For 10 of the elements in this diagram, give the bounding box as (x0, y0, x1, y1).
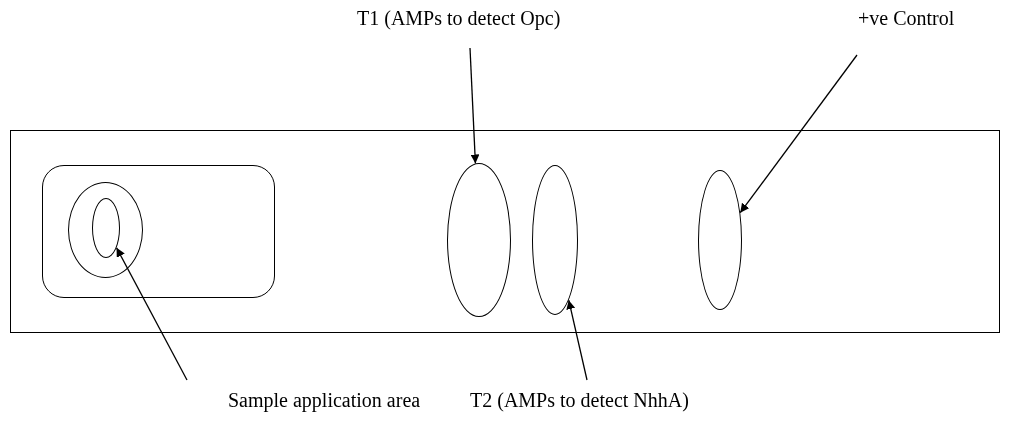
leader-arrow (115, 247, 188, 381)
sample-pad (42, 165, 275, 298)
test-strip (10, 130, 1000, 333)
leader-arrow (739, 54, 858, 214)
leader-arrow (469, 47, 480, 165)
label-text: +ve Control (858, 6, 1028, 32)
leader-arrow (566, 299, 588, 381)
label-text: T2 (AMPs to detect NhhA) (470, 388, 750, 414)
label-text: T1 (AMPs to detect Opc) (357, 6, 607, 32)
label-text: Sample application area (228, 388, 458, 414)
